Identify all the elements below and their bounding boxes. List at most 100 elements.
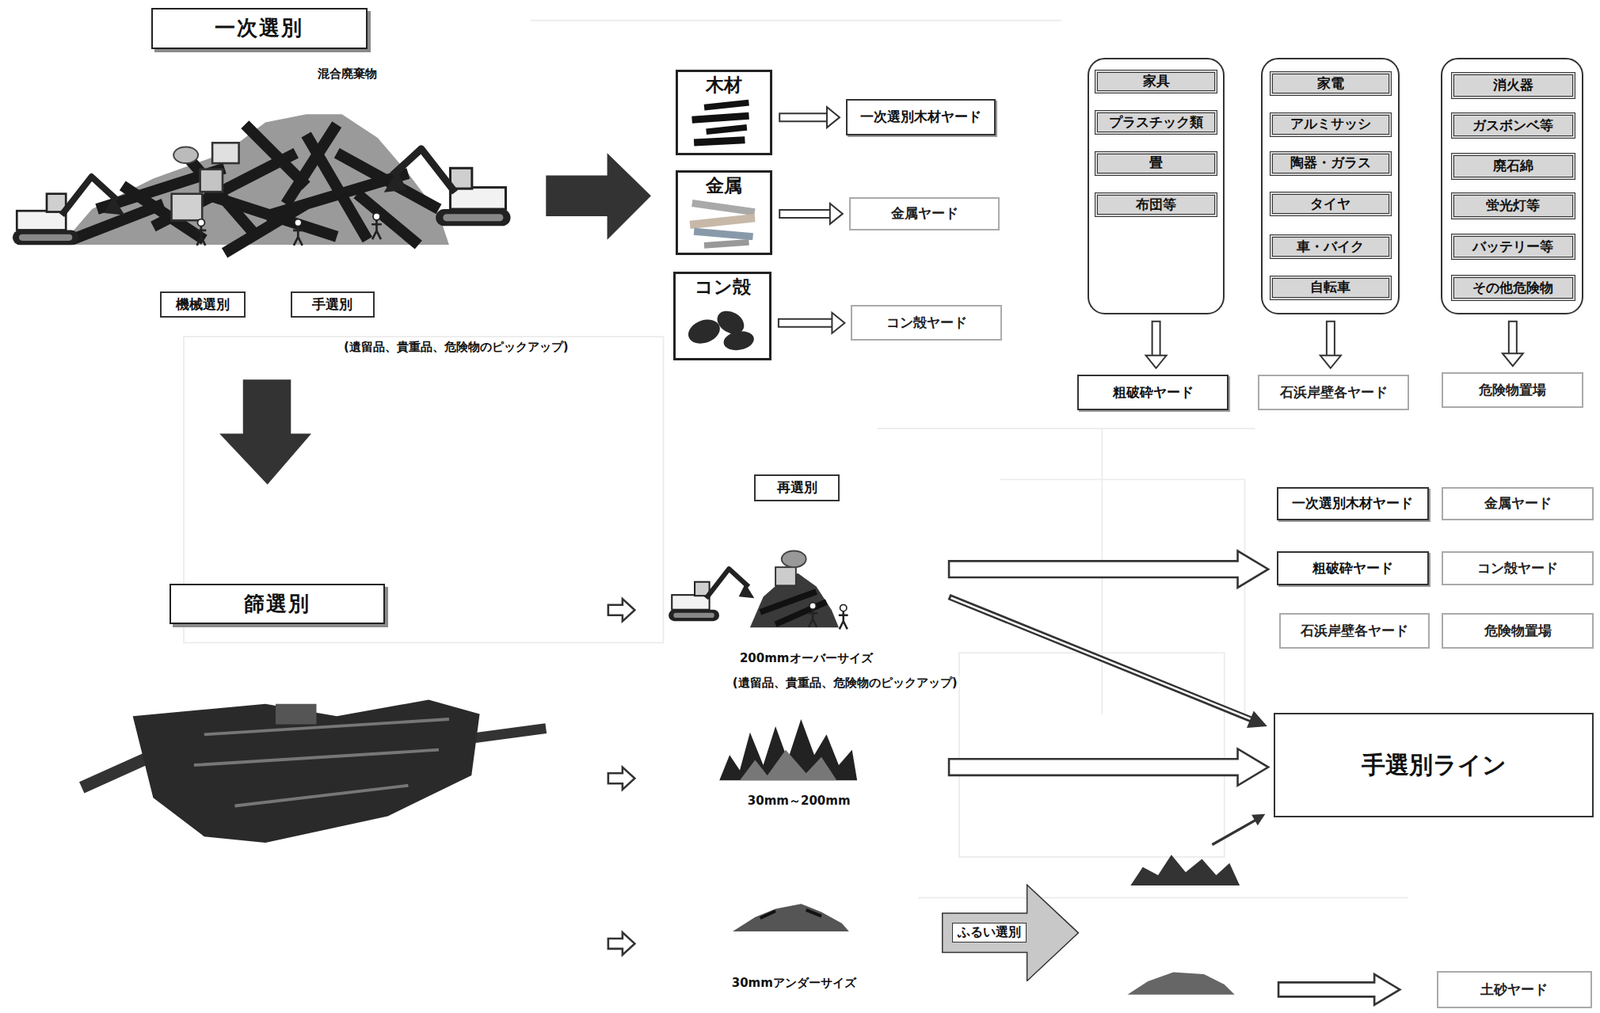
- arrow-head: [1502, 353, 1524, 366]
- node-text: 危険物置場: [1478, 382, 1547, 399]
- item-box: 家電: [1269, 71, 1393, 96]
- node-text: 手選別: [312, 297, 353, 313]
- arrow-shape: [942, 884, 1079, 981]
- sorting-line-box: 手選別ライン: [1273, 712, 1595, 817]
- waste-pile: [285, 124, 337, 204]
- resort-scene: [668, 568, 755, 621]
- waste-pile: [357, 194, 419, 245]
- yard-box: 粗破砕ヤード: [1276, 551, 1429, 587]
- screening-machine: [194, 719, 450, 806]
- arrow-head: [830, 203, 843, 225]
- node-text: タイヤ: [1310, 196, 1351, 213]
- icon-metal: [689, 213, 756, 229]
- item-box: その他危険物: [1451, 274, 1576, 301]
- waste-pile: [336, 152, 439, 210]
- material-pile: [739, 750, 837, 781]
- resort-scene: [838, 604, 849, 629]
- method-box: 再選別: [754, 474, 840, 501]
- waste-pile: [171, 194, 203, 221]
- node-text: 石浜岸壁各ヤード: [1300, 623, 1409, 640]
- material-pile: [1130, 854, 1240, 886]
- flow-arrow: [1246, 711, 1268, 728]
- flow-arrow: [1251, 814, 1265, 826]
- flow-arrow: [778, 106, 840, 128]
- method-box: 機械選別: [160, 291, 246, 317]
- arrow-shaft: [1325, 320, 1336, 357]
- hollow-arrow: [948, 551, 1269, 588]
- arrow-shaft: [779, 320, 833, 327]
- node-text: コン殻ヤード: [1477, 560, 1559, 577]
- icon-wood: [705, 124, 747, 135]
- item-box: 蛍光灯等: [1451, 192, 1576, 219]
- caption-note: 30mmアンダーサイズ: [729, 975, 859, 991]
- arrow-shaft: [778, 209, 831, 219]
- node-text: その他危険物: [1472, 280, 1554, 297]
- caption-note: (遺留品、貴重品、危険物のピックアップ): [341, 339, 572, 355]
- node-text: アルミサッシ: [1290, 116, 1372, 133]
- yard-box: 土砂ヤード: [1436, 971, 1593, 1008]
- resort-scene: [781, 551, 807, 568]
- material-pile: [760, 910, 822, 919]
- node-text: 石浜岸壁各ヤード: [1280, 384, 1388, 401]
- flow-arrow: [1211, 819, 1258, 845]
- item-box: 自転車: [1269, 275, 1393, 301]
- arrow-head: [826, 106, 840, 128]
- arrow-shaft: [1151, 320, 1162, 357]
- yard-box: 金属ヤード: [849, 197, 1001, 232]
- hollow-arrow: [608, 932, 635, 955]
- material-pile: [719, 719, 858, 781]
- node-text: 一次選別木材ヤード: [1291, 495, 1414, 512]
- blueprint-trace: [183, 336, 663, 643]
- item-box: アルミサッシ: [1269, 112, 1393, 138]
- node-text: 篩選別: [243, 592, 311, 617]
- item-box: 家具: [1094, 69, 1218, 95]
- node-text: 再選別: [777, 480, 818, 496]
- screening-machine: [275, 704, 317, 725]
- waste-pile: [196, 219, 207, 246]
- waste-pile: [12, 114, 511, 253]
- yard-box: 危険物置場: [1441, 613, 1594, 649]
- icon-metal: [693, 228, 754, 240]
- waste-pile: [371, 213, 382, 240]
- material-box: 金属: [675, 170, 773, 256]
- caption-note: (遺留品、貴重品、危険物のピックアップ): [730, 675, 960, 690]
- icon-wood: [704, 99, 750, 111]
- item-box: ガスボンベ等: [1451, 112, 1576, 139]
- item-group: 家具プラスチック類畳布団等: [1087, 57, 1225, 314]
- blueprint-trace: [959, 652, 1225, 858]
- arrow-shaft: [777, 318, 833, 328]
- arrow-shaft: [1153, 322, 1160, 357]
- item-box: 布団等: [1094, 192, 1218, 218]
- method-box: 手選別: [290, 291, 375, 317]
- screening-machine: [133, 700, 480, 843]
- yard-box: 粗破砕ヤード: [1077, 374, 1229, 411]
- waste-pile: [173, 146, 199, 164]
- yard-box: 危険物置場: [1441, 372, 1584, 408]
- arrow-shaft: [780, 210, 831, 218]
- node-text: 土砂ヤード: [1480, 982, 1548, 999]
- material-pile: [732, 903, 850, 932]
- flow-arrow: [948, 596, 1254, 720]
- stage-title-box: 篩選別: [169, 583, 385, 625]
- waste-pile: [212, 142, 239, 164]
- yard-box: 石浜岸壁各ヤード: [1279, 613, 1429, 649]
- waste-pile: [293, 219, 304, 246]
- item-box: タイヤ: [1269, 191, 1393, 217]
- icon-concrete: [722, 328, 756, 353]
- icon-concrete: [685, 306, 756, 353]
- yard-box: コン殻ヤード: [850, 304, 1002, 341]
- node-text: 布団等: [1135, 197, 1177, 214]
- node-text: 自転車: [1310, 279, 1351, 296]
- node-text: 金属ヤード: [1484, 495, 1552, 512]
- item-box: 陶器・ガラス: [1269, 151, 1393, 176]
- flow-arrow: [948, 596, 1268, 845]
- node-text: 消火器: [1493, 77, 1534, 94]
- flow-arrow: [778, 203, 843, 225]
- yard-box: 石浜岸壁各ヤード: [1257, 374, 1410, 411]
- node-text: バッテリー等: [1472, 239, 1554, 256]
- node-text: 手選別ライン: [1361, 751, 1507, 780]
- node-text: 家電: [1317, 76, 1345, 92]
- node-text: 木材: [705, 74, 743, 96]
- hollow-arrow: [948, 748, 1269, 785]
- arrow-shaft: [1508, 320, 1518, 355]
